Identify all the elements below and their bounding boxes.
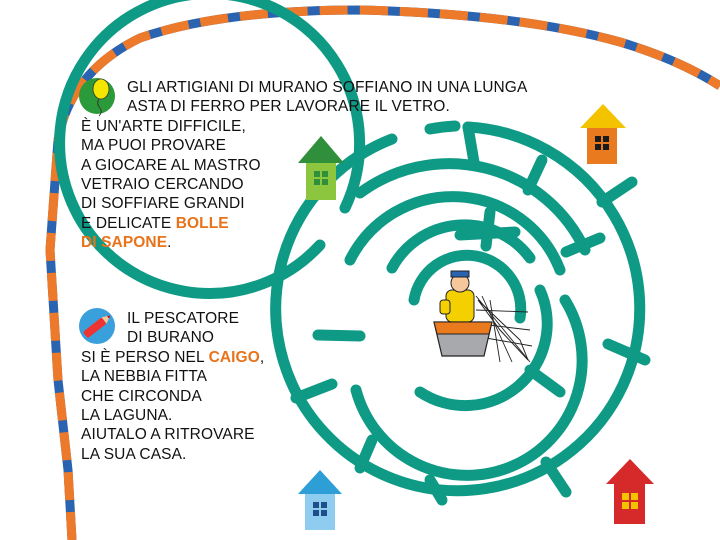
dashed-border: [45, 5, 720, 540]
fisherman-illustration: [433, 270, 533, 363]
text-line: LA NEBBIA FITTA: [81, 368, 208, 386]
text-line: DI SOFFIARE GRANDI: [81, 195, 245, 213]
text-fragment: E DELICATE: [81, 214, 176, 232]
text-line: MA PUOI PROVARE: [81, 137, 227, 155]
house-blue[interactable]: [298, 470, 342, 530]
house-red[interactable]: [606, 459, 654, 524]
text-line: SI È PERSO NEL CAIGO,: [81, 348, 264, 367]
text-line: DI BURANO: [127, 329, 215, 347]
maze[interactable]: [54, 0, 651, 506]
window-icon: [314, 171, 328, 185]
text-line: LA SUA CASA.: [81, 445, 187, 463]
text-line: A GIOCARE AL MASTRO: [81, 156, 261, 174]
house-green[interactable]: [298, 136, 344, 200]
text-fragment: ,: [259, 348, 265, 366]
text-line: E DELICATE BOLLE: [81, 214, 527, 233]
text-line: LA LAGUNA.: [81, 407, 173, 425]
text-line: CHE CIRCONDA: [81, 387, 202, 405]
window-icon: [313, 502, 327, 516]
text-line: ASTA DI FERRO PER LAVORARE IL VETRO.: [127, 98, 450, 116]
text-line: DI SAPONE.: [81, 233, 527, 252]
window-icon: [622, 493, 638, 509]
glass-intro-text: GLI ARTIGIANI DI MURANO SOFFIANO IN UNA …: [81, 78, 527, 253]
highlight-caigo: CAIGO: [208, 348, 260, 366]
balloon-icon: [79, 78, 115, 117]
text-line: VETRAIO CERCANDO: [81, 176, 244, 194]
text-fragment: SI È PERSO NEL: [81, 348, 209, 366]
window-icon: [595, 136, 609, 150]
highlight-sapone: DI SAPONE: [81, 234, 168, 252]
text-line: AIUTALO A RITROVARE: [81, 426, 255, 444]
crayon-icon: [79, 308, 115, 344]
text-line: GLI ARTIGIANI DI MURANO SOFFIANO IN UNA …: [127, 79, 528, 96]
house-yellow[interactable]: [580, 104, 626, 164]
text-fragment: .: [167, 234, 172, 252]
text-line: IL PESCATORE: [127, 310, 240, 327]
fisherman-intro-text: IL PESCATORE DI BURANO SI È PERSO NEL CA…: [81, 309, 264, 464]
highlight-bolle: BOLLE: [175, 214, 229, 232]
text-line: È UN'ARTE DIFFICILE,: [81, 117, 246, 135]
